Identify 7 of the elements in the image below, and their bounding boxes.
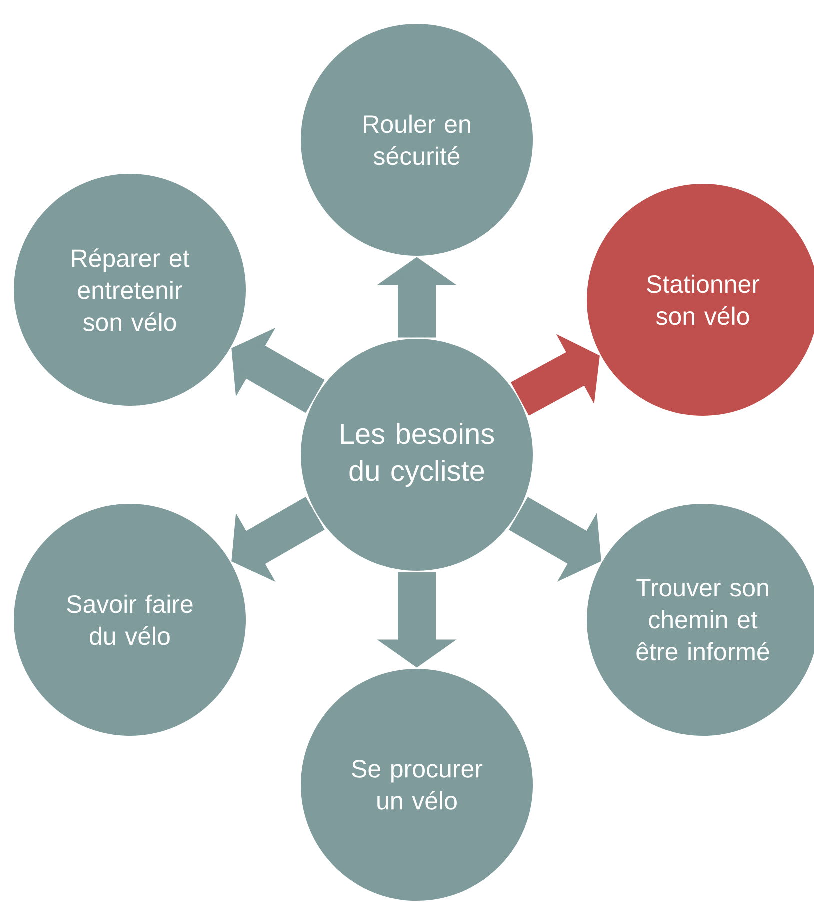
circle-node: Se procurer un vélo xyxy=(301,669,533,901)
circle-node: Réparer et entretenir son vélo xyxy=(14,174,246,406)
circle-node: Les besoins du cycliste xyxy=(301,339,533,571)
circle-node: Rouler en sécurité xyxy=(301,24,533,256)
block-arrow xyxy=(510,334,600,416)
block-arrow xyxy=(232,496,325,582)
circle-node: Savoir faire du vélo xyxy=(14,504,246,736)
